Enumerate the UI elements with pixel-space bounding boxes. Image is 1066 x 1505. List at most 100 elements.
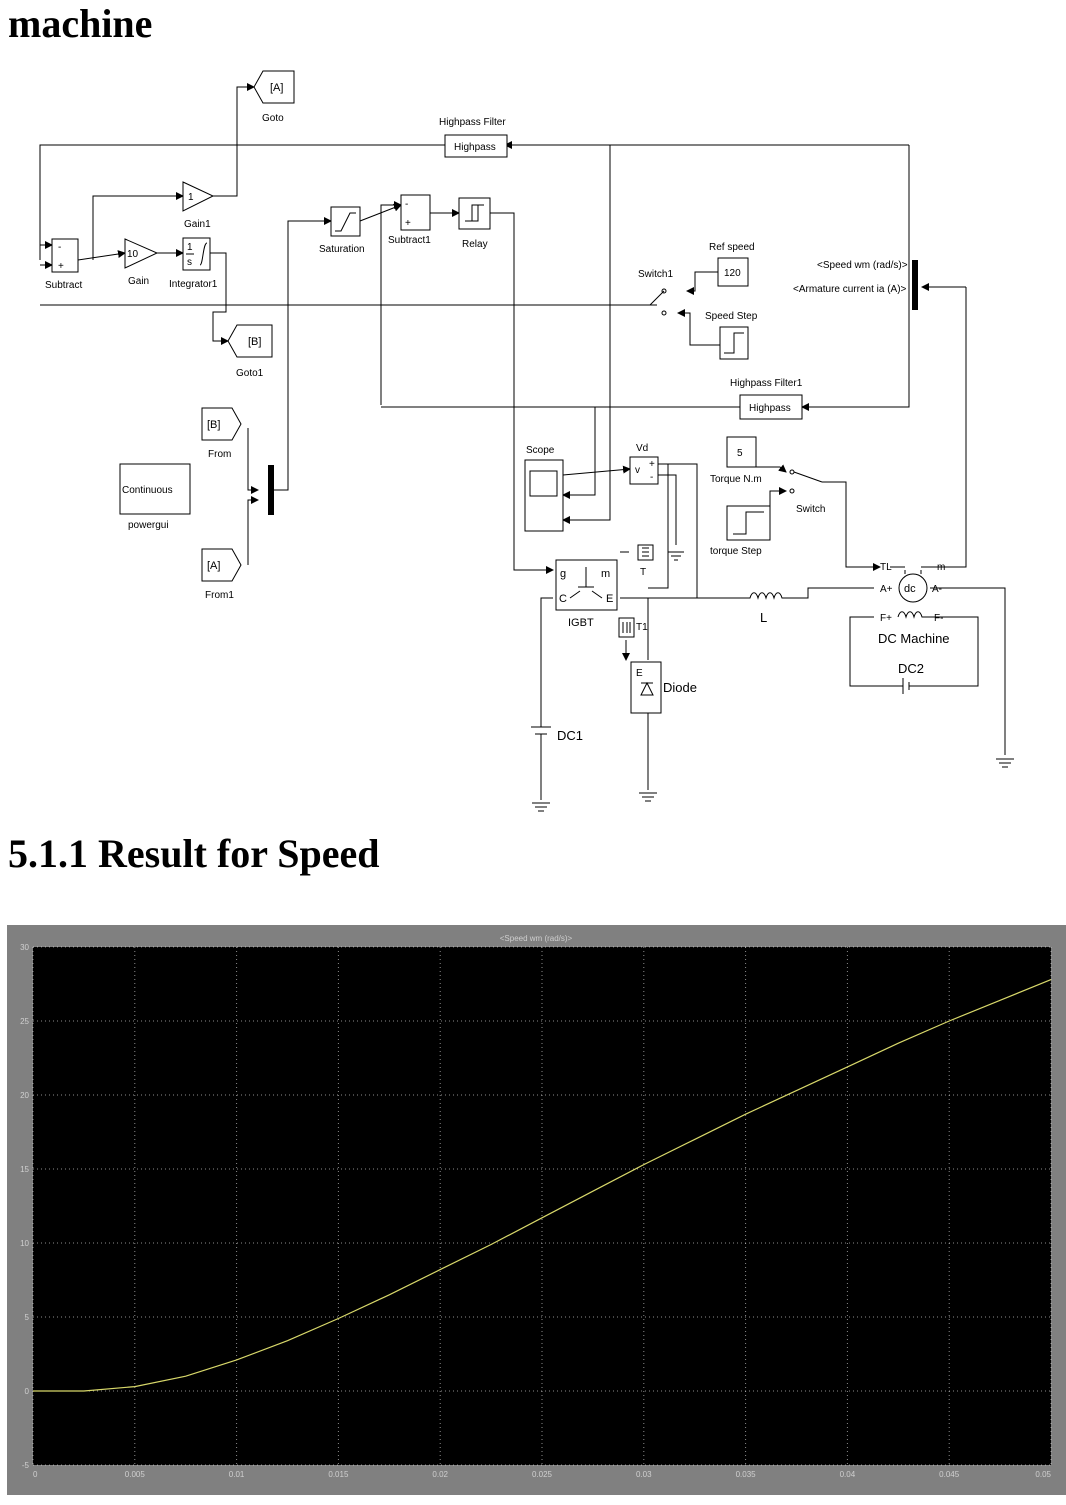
dc-machine-block[interactable]: dc TL m A+ A- F+ F- DC Machine — [878, 562, 950, 646]
switch1-block[interactable]: Switch1 — [638, 269, 673, 316]
wires — [39, 83, 1006, 800]
powergui-block[interactable]: Continuous powergui — [119, 463, 191, 531]
vd-block[interactable]: v + - Vd — [629, 443, 659, 485]
svg-text:m: m — [601, 568, 610, 580]
highpass-inner: Highpass — [454, 142, 496, 153]
plot-title: <Speed wm (rad/s)> — [500, 934, 573, 943]
svg-text:+: + — [58, 261, 64, 272]
subtract-block[interactable]: - + Subtract — [45, 238, 82, 291]
subtract1-block[interactable]: - + Subtract1 — [388, 194, 431, 246]
from-b-block[interactable]: [B] From — [201, 407, 242, 460]
switch-label: Switch — [796, 504, 825, 515]
ground-dc1 — [532, 802, 550, 812]
diode-label: Diode — [663, 680, 697, 695]
svg-text:+: + — [405, 218, 411, 229]
scope-block[interactable]: Scope — [524, 445, 564, 532]
dc2-label: DC2 — [898, 661, 924, 676]
switch1-label: Switch1 — [638, 269, 673, 280]
highpass-filter1-block[interactable]: Highpass Highpass Filter1 — [730, 378, 803, 420]
speed-step-block[interactable]: Speed Step — [705, 311, 758, 360]
y-tick-label: 15 — [20, 1165, 29, 1174]
y-tick-label: 5 — [25, 1313, 30, 1322]
svg-text:[B]: [B] — [248, 336, 261, 348]
dc1-block[interactable]: DC1 — [531, 720, 583, 745]
y-tick-label: 30 — [20, 943, 29, 952]
gain-block[interactable]: 10 Gain — [124, 238, 159, 287]
dc-machine-label: DC Machine — [878, 631, 950, 646]
svg-text:10: 10 — [127, 249, 139, 260]
bus-selector-block[interactable]: <Speed wm (rad/s)> <Armature current ia … — [793, 260, 918, 310]
bus-label-current: <Armature current ia (A)> — [793, 284, 907, 295]
saturation-label: Saturation — [319, 244, 365, 255]
highpass-filter-block[interactable]: Highpass Highpass Filter — [439, 117, 508, 158]
x-tick-label: 0.005 — [125, 1470, 146, 1479]
svg-text:F+: F+ — [880, 613, 892, 624]
igbt-label: IGBT — [568, 617, 594, 629]
x-tick-label: 0.03 — [636, 1470, 652, 1479]
ground-diode — [639, 792, 657, 802]
svg-text:-: - — [405, 199, 408, 210]
svg-text:[B]: [B] — [207, 419, 220, 431]
torque-block[interactable]: 5 Torque N.m — [710, 436, 762, 485]
plot-area — [33, 947, 1051, 1465]
x-tick-label: 0.025 — [532, 1470, 553, 1479]
scope-label: Scope — [526, 445, 555, 456]
inductor-block[interactable]: L — [730, 592, 799, 625]
saturation-block[interactable]: Saturation — [319, 206, 365, 255]
svg-text:TL: TL — [880, 562, 892, 573]
goto-a-label: Goto — [262, 113, 284, 124]
from-a-label: From1 — [205, 590, 234, 601]
diode-block[interactable]: E Diode — [630, 661, 697, 714]
svg-text:v: v — [635, 465, 640, 476]
y-tick-label: 20 — [20, 1091, 29, 1100]
x-tick-label: 0.05 — [1035, 1470, 1051, 1479]
inductor-label: L — [760, 610, 767, 625]
x-tick-label: 0 — [33, 1470, 38, 1479]
mux-block[interactable] — [268, 465, 274, 515]
svg-text:5: 5 — [737, 448, 743, 459]
ref-speed-block[interactable]: 120 Ref speed — [709, 242, 755, 287]
x-tick-label: 0.015 — [328, 1470, 349, 1479]
relay-block[interactable]: Relay — [458, 197, 491, 250]
speed-series-line — [33, 979, 1052, 1392]
goto-a-block[interactable]: [A] Goto — [253, 70, 295, 124]
from-a-block[interactable]: [A] From1 — [201, 548, 242, 601]
terminator-t1-label: T1 — [636, 622, 648, 633]
igbt-block[interactable]: g m C E IGBT — [555, 559, 618, 629]
x-tick-label: 0.035 — [736, 1470, 757, 1479]
terminator-t1-block[interactable]: T1 — [618, 617, 648, 638]
svg-text:dc: dc — [904, 583, 916, 595]
vd-label: Vd — [636, 443, 648, 454]
dc2-block[interactable]: DC2 — [893, 661, 924, 694]
subtract-label: Subtract — [45, 280, 82, 291]
plot-grid — [32, 946, 1052, 1466]
integrator-block[interactable]: 1 s Integrator1 — [169, 237, 218, 290]
svg-text:g: g — [560, 568, 566, 580]
highpass1-label: Highpass Filter1 — [730, 378, 803, 389]
y-tick-label: -5 — [22, 1461, 30, 1470]
gain1-block[interactable]: 1 Gain1 — [182, 181, 215, 230]
svg-text:-: - — [58, 242, 61, 253]
speed-step-label: Speed Step — [705, 311, 758, 322]
x-tick-label: 0.04 — [840, 1470, 856, 1479]
from-b-label: From — [208, 449, 231, 460]
x-tick-label: 0.045 — [939, 1470, 960, 1479]
ground-machine — [996, 758, 1014, 768]
svg-text:s: s — [187, 257, 192, 268]
switch-block[interactable]: Switch — [789, 469, 825, 515]
goto-b-label: Goto1 — [236, 368, 264, 379]
svg-text:C: C — [559, 593, 567, 605]
svg-text:-: - — [650, 472, 653, 483]
gain1-label: Gain1 — [184, 219, 211, 230]
terminator-t-block[interactable]: T — [637, 544, 654, 578]
svg-text:F-: F- — [934, 613, 943, 624]
goto-b-block[interactable]: [B] Goto1 — [227, 324, 273, 379]
svg-text:1: 1 — [188, 192, 194, 203]
svg-text:120: 120 — [724, 268, 741, 279]
ref-speed-label: Ref speed — [709, 242, 755, 253]
powergui-label: powergui — [128, 520, 169, 531]
torque-step-block[interactable]: torque Step — [710, 505, 771, 557]
